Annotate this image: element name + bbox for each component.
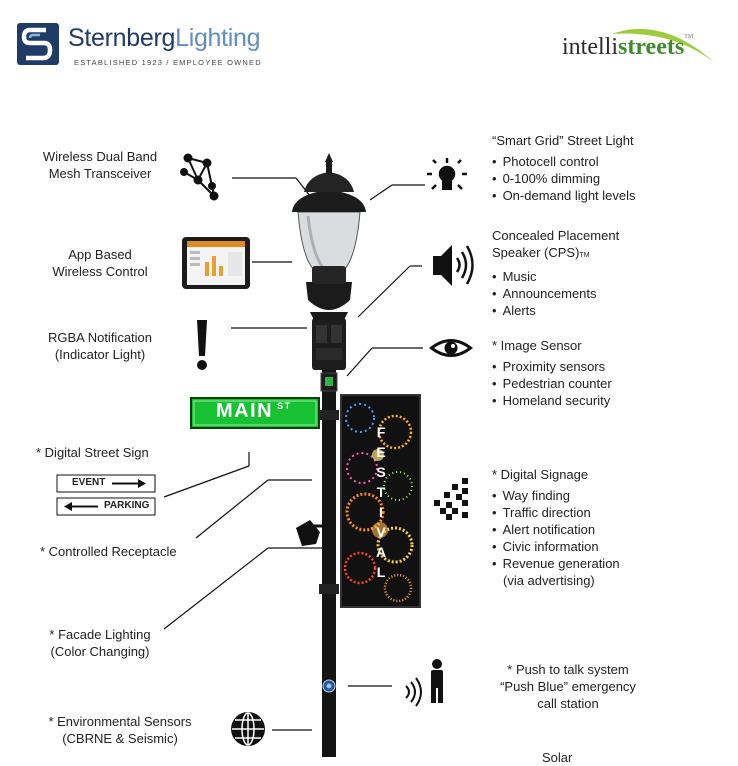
controlled-receptacle-label: * Controlled Receptacle: [40, 544, 177, 559]
digital-street-sign: [190, 397, 320, 429]
banner-letter: E: [376, 444, 386, 460]
intellistreets-swoosh-icon: [612, 28, 714, 62]
env-label-line1: * Environmental Sensors: [48, 714, 192, 729]
person-talk-icon: [405, 659, 443, 707]
facade-lighting-label: * Facade Lighting (Color Changing): [30, 626, 170, 660]
globe-icon: [231, 712, 265, 746]
banner-letter: I: [379, 504, 383, 520]
app-label-line1: App Based: [68, 247, 132, 262]
logo-tm: TM: [684, 34, 694, 40]
smart-grid-title: “Smart Grid” Street Light: [492, 133, 634, 148]
street-light-pole: [292, 153, 366, 757]
signage-item: Way finding: [492, 487, 722, 504]
light-bulb-icon: [427, 158, 467, 190]
eye-icon: [429, 339, 473, 357]
banner-letter: S: [376, 464, 386, 480]
smart-grid-section: “Smart Grid” Street Light Photocell cont…: [492, 132, 722, 204]
image-sensor-item: Proximity sensors: [492, 358, 722, 375]
rgba-label-line2: (Indicator Light): [54, 347, 146, 362]
exclamation-icon: [197, 320, 207, 370]
digital-signage-section: * Digital Signage Way finding Traffic di…: [492, 466, 722, 589]
smart-grid-item: Photocell control: [492, 153, 722, 170]
mesh-label-line1: Wireless Dual Band: [42, 149, 158, 164]
push-label-line3: call station: [537, 696, 599, 711]
env-label-line2: (CBRNE & Seismic): [62, 731, 178, 746]
smart-grid-item: On-demand light levels: [492, 187, 722, 204]
image-sensor-item: Homeland security: [492, 392, 722, 409]
signage-item: Alert notification: [492, 521, 722, 538]
facade-label-line2: (Color Changing): [50, 644, 150, 659]
speaker-item: Alerts: [492, 302, 722, 319]
solar-label: Solar: [542, 750, 573, 765]
digital-street-sign-label: * Digital Street Sign: [36, 445, 149, 460]
signage-extra: (via advertising): [503, 573, 595, 588]
mesh-network-icon: [180, 153, 219, 201]
banner-letter: F: [376, 424, 386, 440]
street-suffix-text: ST: [277, 401, 292, 412]
banner-letter: L: [376, 564, 386, 580]
fireworks-image: [343, 403, 414, 603]
push-label-line1: * Push to talk system: [507, 662, 629, 677]
speaker-title-line2: Speaker (CPS): [492, 245, 580, 260]
intellistreets-logo: intellistreetsTM: [562, 22, 722, 72]
rgba-label-line1: RGBA Notification: [47, 330, 153, 345]
mesh-transceiver-label: Wireless Dual Band Mesh Transceiver: [30, 148, 170, 182]
environmental-sensors-label: * Environmental Sensors (CBRNE & Seismic…: [34, 713, 206, 747]
festival-banner: [340, 394, 421, 608]
streets-text: streets: [618, 34, 685, 60]
app-control-label: App Based Wireless Control: [30, 246, 170, 280]
speaker-item: Music: [492, 268, 722, 285]
facade-label-line1: * Facade Lighting: [49, 627, 151, 642]
banner-letter: T: [376, 484, 386, 500]
banner-letter: A: [375, 544, 387, 560]
speaker-tm: TM: [579, 252, 590, 259]
image-sensor-item: Pedestrian counter: [492, 375, 722, 392]
brand-name-right: Lighting: [175, 24, 261, 52]
event-sign-text: EVENT: [72, 477, 106, 488]
speaker-item: Announcements: [492, 285, 722, 302]
speaker-section: Concealed Placement Speaker (CPS)TM Musi…: [492, 227, 722, 319]
app-label-line2: Wireless Control: [52, 264, 148, 279]
brand-tagline: ESTABLISHED 1923 / EMPLOYEE OWNED: [74, 58, 262, 67]
parking-sign-text: PARKING: [104, 500, 150, 511]
mesh-label-line2: Mesh Transceiver: [48, 166, 152, 181]
signage-item: Traffic direction: [492, 504, 722, 521]
intelli-text: intelli: [562, 34, 618, 60]
signage-item: Revenue generation: [492, 555, 722, 572]
main-street-text: MAIN: [216, 400, 274, 422]
banner-letter: V: [376, 524, 386, 540]
sternberg-emblem-icon: [17, 23, 59, 65]
connector-lines: [163, 177, 425, 731]
image-sensor-title: * Image Sensor: [492, 338, 582, 353]
sternberg-logo: SternbergLighting ESTABLISHED 1923 / EMP…: [16, 22, 286, 72]
signage-item: Civic information: [492, 538, 722, 555]
event-parking-signs: [56, 474, 156, 516]
brand-name-left: Sternberg: [68, 24, 176, 52]
speaker-title-line1: Concealed Placement: [492, 228, 620, 243]
push-to-talk-label: * Push to talk system “Push Blue” emerge…: [488, 661, 648, 712]
push-label-line2: “Push Blue” emergency: [500, 679, 636, 694]
digital-signage-title: * Digital Signage: [492, 467, 589, 482]
image-sensor-section: * Image Sensor Proximity sensors Pedestr…: [492, 337, 722, 409]
tablet-icon: [182, 237, 250, 289]
speaker-icon: [433, 245, 474, 286]
smart-grid-item: 0-100% dimming: [492, 170, 722, 187]
pixel-grid-icon: [434, 478, 468, 520]
rgba-notification-label: RGBA Notification (Indicator Light): [30, 329, 170, 363]
